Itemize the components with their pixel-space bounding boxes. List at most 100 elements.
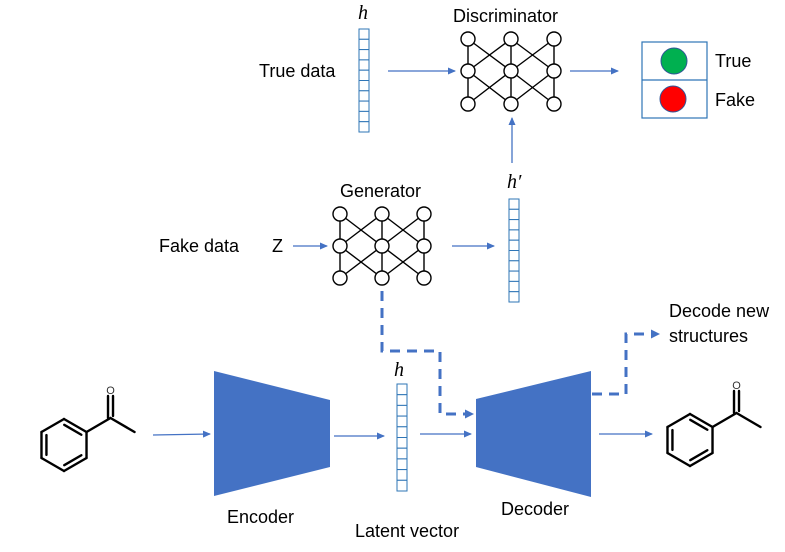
bond <box>85 416 112 434</box>
network-node <box>374 270 390 286</box>
network-node <box>503 96 519 112</box>
vector-cell <box>358 38 370 51</box>
network-edge <box>467 70 512 105</box>
dashed-path-generator-to-decoder <box>380 291 466 416</box>
network-edge <box>510 38 555 72</box>
bond <box>688 451 714 468</box>
network-node <box>332 270 348 286</box>
vector-cell <box>508 280 520 293</box>
vector-cell <box>358 100 370 112</box>
discriminator-output-box <box>641 41 708 119</box>
fake-data-vector <box>508 198 520 303</box>
arrow-molecule-to-encoder <box>152 430 211 438</box>
fake-output-label: Fake <box>715 90 756 110</box>
network-node <box>460 96 476 112</box>
bond <box>62 417 88 434</box>
true-data-label: True data <box>259 61 336 81</box>
network-node <box>460 63 476 79</box>
network-node <box>546 31 562 47</box>
decode-new-label-line1: Decode new <box>669 301 770 321</box>
encoder-label: Encoder <box>227 507 295 527</box>
vector-cell <box>396 415 408 428</box>
vector-cell <box>358 110 370 123</box>
true-output-label: True <box>715 51 752 71</box>
oxygen-atom-label: O <box>106 385 115 397</box>
true-vector-symbol: h <box>358 2 368 24</box>
dashed-arrowhead-decoder <box>465 409 474 419</box>
network-edge <box>381 245 425 279</box>
bond <box>40 456 66 473</box>
bond <box>666 412 692 429</box>
noise-symbol-z: Z <box>272 236 283 256</box>
bond <box>711 411 738 429</box>
decode-new-label-line2: structures <box>669 326 749 346</box>
oxygen-atom-label: O <box>732 380 741 392</box>
dashed-arrowhead-new <box>651 329 660 339</box>
bond <box>40 417 66 434</box>
vector-cell <box>508 250 520 262</box>
vector-cell <box>396 458 408 471</box>
double-bond <box>63 423 83 436</box>
fake-vector-symbol: h′ <box>507 171 522 193</box>
fake-data-label: Fake data <box>159 236 240 256</box>
bond <box>688 412 714 429</box>
vector-cell <box>508 208 520 221</box>
network-node <box>374 206 390 222</box>
true-data-vector <box>358 28 370 133</box>
latent-vector <box>396 383 408 492</box>
vector-cell <box>396 383 408 396</box>
vector-cell <box>358 28 370 40</box>
discriminator-label: Discriminator <box>453 6 559 26</box>
decoder-label: Decoder <box>501 499 570 519</box>
discriminator-network <box>460 31 562 112</box>
bond <box>666 451 692 468</box>
network-node <box>546 96 562 112</box>
network-node <box>546 63 562 79</box>
generator-label: Generator <box>340 181 422 201</box>
double-bond <box>689 449 709 462</box>
network-node <box>416 270 432 286</box>
latent-vector-symbol: h <box>394 359 404 381</box>
network-node <box>332 206 348 222</box>
network-node <box>374 238 390 254</box>
generator-network <box>332 206 432 286</box>
vector-cell <box>508 229 520 241</box>
double-bond <box>689 418 709 431</box>
vector-cell <box>396 479 408 492</box>
vector-cell <box>508 260 520 272</box>
network-node <box>503 63 519 79</box>
vector-cell <box>508 239 520 251</box>
vector-cell <box>508 291 520 303</box>
vector-cell <box>396 394 408 406</box>
methyl-bond <box>109 416 136 434</box>
network-node <box>332 238 348 254</box>
vector-cell <box>358 121 370 133</box>
vector-cell <box>508 198 520 210</box>
vector-cell <box>358 90 370 102</box>
vector-cell <box>358 69 370 81</box>
methyl-bond <box>735 411 762 429</box>
network-edge <box>339 245 383 279</box>
network-node <box>416 206 432 222</box>
vector-cell <box>396 426 408 438</box>
vector-cell <box>396 447 408 460</box>
input-molecule-structure: O <box>40 385 136 473</box>
network-node <box>460 31 476 47</box>
vector-cell <box>396 404 408 417</box>
double-bond <box>63 454 83 467</box>
latent-vector-label: Latent vector <box>355 521 460 541</box>
network-node <box>416 238 432 254</box>
network-node <box>503 31 519 47</box>
bond <box>62 456 88 473</box>
dashed-path-decode-new <box>592 332 652 396</box>
encoder-shape <box>214 371 330 496</box>
vector-cell <box>358 49 370 61</box>
network-edge <box>467 38 512 72</box>
fake-indicator-red-circle <box>659 85 687 113</box>
network-edge <box>339 213 383 247</box>
decoder-shape <box>476 371 591 497</box>
output-molecule-structure: O <box>666 380 762 468</box>
vector-cell <box>508 219 520 231</box>
vector-cell <box>396 437 408 449</box>
